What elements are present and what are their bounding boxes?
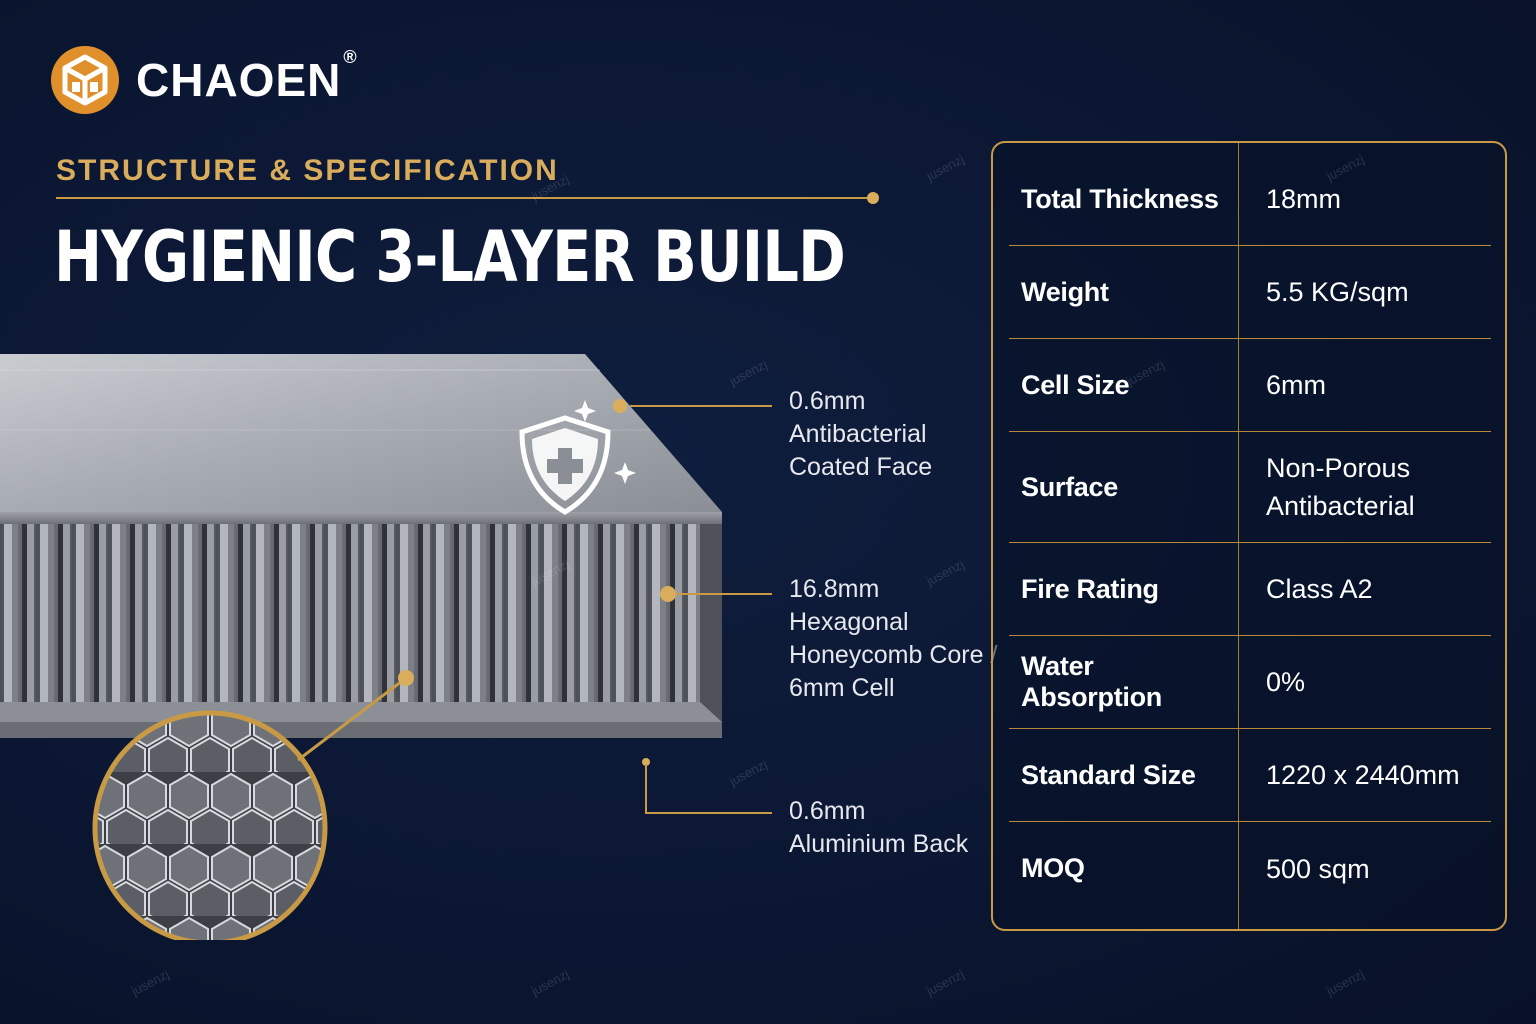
brand-logo: CHAOEN®: [50, 45, 358, 115]
spec-row-total-thickness: Total Thickness 18mm: [1009, 153, 1491, 246]
spec-value: 6mm: [1266, 370, 1326, 400]
brand-name: CHAOEN®: [136, 47, 358, 106]
spec-row-cell-size: Cell Size 6mm: [1009, 339, 1491, 432]
sparkle-icon: [574, 400, 636, 484]
callout-leader-back-v: [645, 764, 647, 814]
spec-value: 1220 x 2440mm: [1266, 760, 1460, 790]
callout-back-skin: 0.6mm Aluminium Back: [789, 797, 969, 858]
section-eyebrow: STRUCTURE & SPECIFICATION: [56, 154, 559, 187]
watermark: jusenzj: [923, 151, 967, 184]
spec-label: Weight: [1021, 276, 1109, 307]
spec-label: Standard Size: [1021, 759, 1196, 790]
spec-label: Total Thickness: [1021, 183, 1219, 214]
spec-value: Class A2: [1266, 574, 1373, 604]
watermark: jusenzj: [923, 966, 967, 999]
spec-label: Water Absorption: [1021, 651, 1162, 712]
logo-cube-icon: [51, 46, 119, 114]
spec-table: Total Thickness 18mm Weight 5.5 KG/sqm C…: [991, 141, 1507, 931]
spec-row-fire-rating: Fire Rating Class A2: [1009, 543, 1491, 636]
honeycomb-panel-illustration: [0, 354, 722, 940]
watermark: jusenzj: [1323, 966, 1367, 999]
spec-value: 0%: [1266, 667, 1306, 697]
spec-label: Fire Rating: [1021, 573, 1159, 604]
spec-value: 500 sqm: [1266, 853, 1370, 884]
watermark: jusenzj: [528, 966, 572, 999]
spec-column-divider: [1238, 143, 1239, 929]
spec-row-water-absorption: Water Absorption 0%: [1009, 636, 1491, 729]
callout-core: 16.8mm Hexagonal Honeycomb Core / 6mm Ce…: [789, 575, 998, 702]
spec-value: 5.5 KG/sqm: [1266, 277, 1409, 307]
spec-row-standard-size: Standard Size 1220 x 2440mm: [1009, 729, 1491, 822]
honeycomb-zoom-circle: [92, 710, 328, 940]
spec-row-moq: MOQ 500 sqm: [1009, 822, 1491, 915]
spec-label: Surface: [1021, 471, 1118, 502]
spec-value: 18mm: [1266, 184, 1342, 214]
eyebrow-rule-dot: [867, 192, 879, 204]
watermark: jusenzj: [128, 966, 172, 999]
eyebrow-rule: [56, 197, 874, 199]
antibacterial-shield-icon: [519, 415, 611, 515]
spec-row-weight: Weight 5.5 KG/sqm: [1009, 246, 1491, 339]
spec-label: Cell Size: [1021, 369, 1130, 400]
page-title: HYGIENIC 3-LAYER BUILD: [54, 216, 846, 298]
callout-leader-back-h: [645, 812, 772, 814]
callout-leader-core: [676, 593, 772, 595]
callout-top-skin: 0.6mm Antibacterial Coated Face: [789, 387, 933, 481]
callout-leader-top: [630, 405, 772, 407]
spec-label: MOQ: [1021, 853, 1085, 883]
